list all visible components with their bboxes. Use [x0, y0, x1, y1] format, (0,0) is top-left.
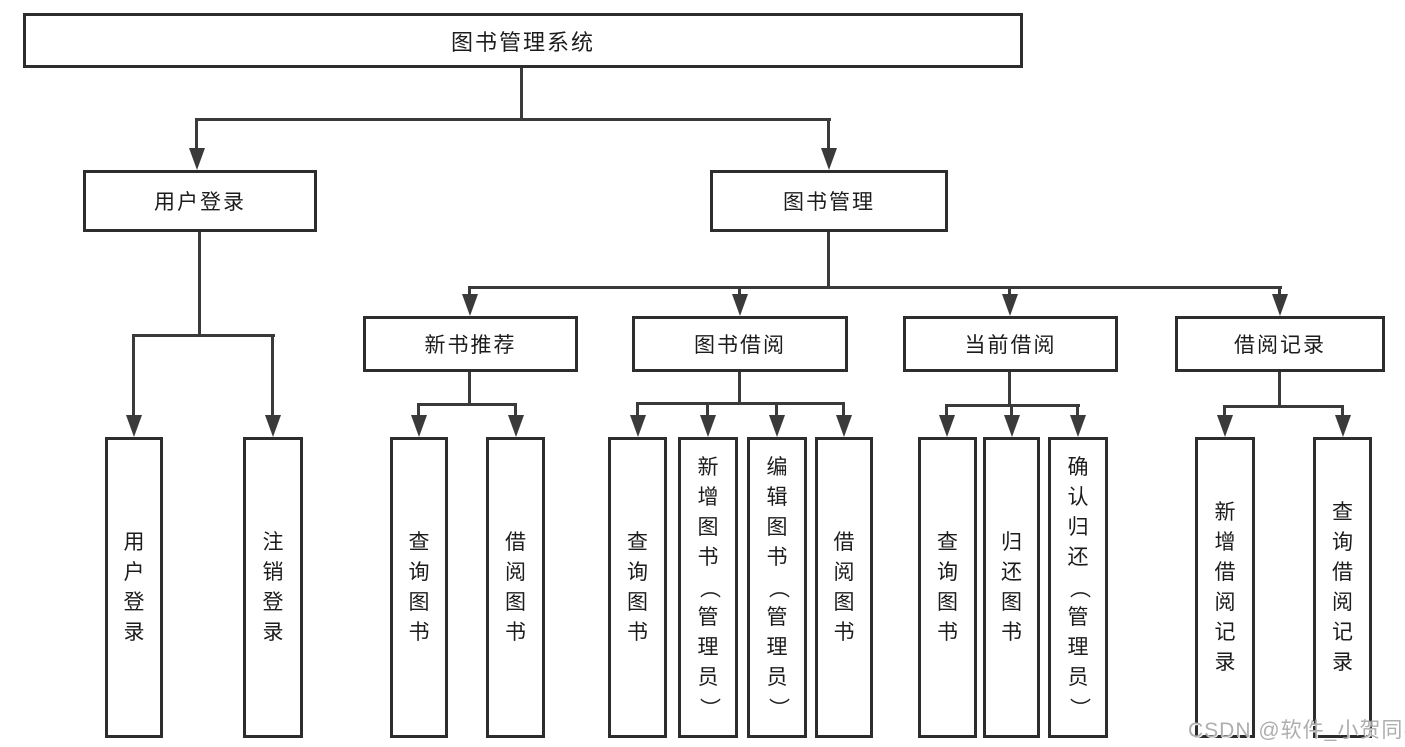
- connector-line: [133, 334, 275, 337]
- arrow-down-icon: [1217, 415, 1233, 437]
- leaf-label: 确认归还（管理员）: [1067, 455, 1090, 719]
- leaf-search-books-3: 查询图书: [918, 437, 977, 738]
- arrow-down-icon: [630, 415, 646, 437]
- arrow-down-icon: [1002, 294, 1018, 316]
- node-new-book-recommend: 新书推荐: [363, 316, 578, 372]
- leaf-confirm-return-admin: 确认归还（管理员）: [1048, 437, 1108, 738]
- arrow-down-icon: [411, 415, 427, 437]
- arrow-down-icon: [126, 415, 142, 437]
- connector-line: [827, 118, 830, 152]
- leaf-label: 借阅图书: [505, 530, 526, 644]
- connector-line: [706, 402, 709, 417]
- connector-line: [417, 403, 420, 417]
- connector-line: [418, 403, 517, 406]
- connector-line: [468, 286, 471, 298]
- arrow-down-icon: [1004, 415, 1020, 437]
- connector-line: [520, 68, 523, 120]
- connector-line: [1223, 405, 1226, 417]
- arrow-down-icon: [462, 294, 478, 316]
- connector-line: [637, 402, 845, 405]
- connector-line: [195, 118, 198, 152]
- connector-line: [514, 403, 517, 417]
- arrow-down-icon: [1070, 415, 1086, 437]
- node-book-borrow: 图书借阅: [632, 316, 848, 372]
- connector-line: [1278, 286, 1281, 298]
- arrow-down-icon: [939, 415, 955, 437]
- node-user-login: 用户登录: [83, 170, 317, 232]
- csdn-watermark: CSDN @软件_小贺同学: [1188, 719, 1405, 742]
- leaf-label: 归还图书: [1001, 530, 1022, 644]
- leaf-search-borrow-record: 查询借阅记录: [1313, 437, 1372, 738]
- arrow-down-icon: [836, 415, 852, 437]
- arrow-down-icon: [508, 415, 524, 437]
- node-root-system: 图书管理系统: [23, 13, 1023, 68]
- connector-line: [1278, 372, 1281, 408]
- connector-line: [1341, 405, 1344, 417]
- arrow-down-icon: [769, 415, 785, 437]
- leaf-user-login: 用户登录: [105, 437, 163, 738]
- arrow-down-icon: [821, 148, 837, 170]
- leaf-return-books: 归还图书: [983, 437, 1040, 738]
- connector-line: [945, 404, 948, 417]
- connector-line: [1010, 404, 1013, 417]
- connector-line: [827, 232, 830, 289]
- leaf-label: 新增图书（管理员）: [697, 455, 720, 719]
- arrow-down-icon: [265, 415, 281, 437]
- node-book-management: 图书管理: [710, 170, 948, 232]
- node-borrow-record: 借阅记录: [1175, 316, 1385, 372]
- arrow-down-icon: [1335, 415, 1351, 437]
- leaf-label: 新增借阅记录: [1214, 500, 1236, 674]
- connector-line: [1008, 372, 1011, 407]
- connector-line: [738, 286, 741, 298]
- leaf-label: 注销登录: [262, 530, 284, 644]
- connector-line: [198, 232, 201, 337]
- leaf-label: 查询图书: [408, 530, 430, 644]
- leaf-label: 查询借阅记录: [1332, 500, 1353, 674]
- leaf-label: 查询图书: [937, 530, 958, 644]
- node-current-borrow: 当前借阅: [903, 316, 1118, 372]
- arrow-down-icon: [732, 294, 748, 316]
- leaf-label: 查询图书: [627, 530, 648, 644]
- arrow-down-icon: [1272, 294, 1288, 316]
- leaf-logout: 注销登录: [243, 437, 303, 738]
- arrow-down-icon: [189, 148, 205, 170]
- leaf-search-books-1: 查询图书: [390, 437, 448, 738]
- leaf-add-borrow-record: 新增借阅记录: [1195, 437, 1255, 738]
- leaf-search-books-2: 查询图书: [608, 437, 667, 738]
- connector-line: [775, 402, 778, 417]
- leaf-borrow-books-2: 借阅图书: [815, 437, 873, 738]
- connector-line: [1224, 405, 1344, 408]
- connector-line: [842, 402, 845, 417]
- connector-line: [738, 372, 741, 405]
- leaf-borrow-books-1: 借阅图书: [486, 437, 545, 738]
- connector-line: [271, 334, 274, 417]
- connector-line: [468, 372, 471, 406]
- connector-line: [1008, 286, 1011, 298]
- connector-line: [1076, 404, 1079, 417]
- connector-line: [469, 286, 1282, 289]
- leaf-label: 借阅图书: [833, 530, 855, 644]
- leaf-label: 编辑图书（管理员）: [766, 455, 789, 719]
- leaf-add-book-admin: 新增图书（管理员）: [678, 437, 738, 738]
- connector-line: [946, 404, 1080, 407]
- leaf-label: 用户登录: [123, 530, 145, 644]
- connector-line: [636, 402, 639, 417]
- connector-line: [132, 334, 135, 417]
- connector-line: [196, 118, 831, 121]
- leaf-edit-book-admin: 编辑图书（管理员）: [747, 437, 807, 738]
- arrow-down-icon: [700, 415, 716, 437]
